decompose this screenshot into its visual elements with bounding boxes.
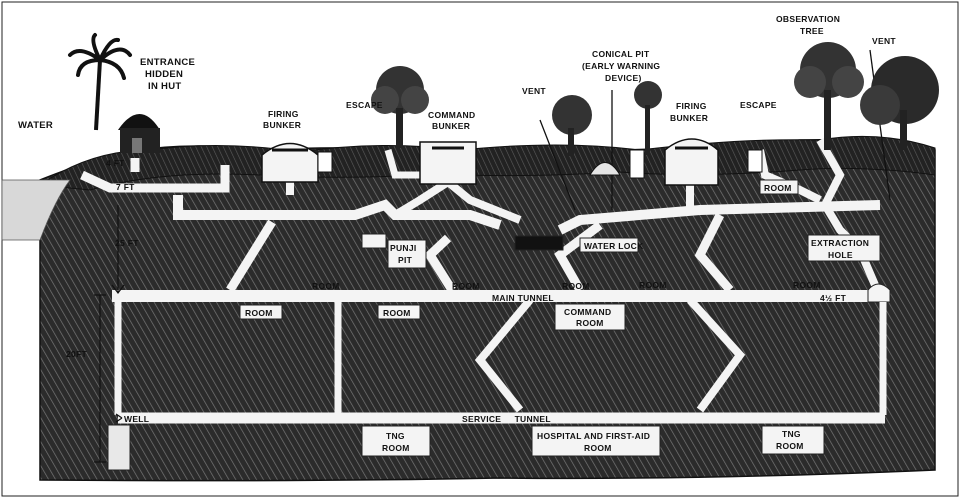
label-tng-room-left-1: TNG — [386, 431, 405, 441]
room-mid-left-box — [239, 304, 283, 320]
label-service-tunnel: SERVICE TUNNEL — [462, 414, 551, 424]
label-firing-bunker-left-2: BUNKER — [263, 120, 301, 130]
water-lock-box — [579, 237, 639, 253]
label-entrance-1: ENTRANCE — [140, 57, 195, 68]
label-depth-4ft: 4 FT — [106, 158, 125, 168]
label-entrance-2: HIDDEN — [145, 69, 183, 80]
tree-icon — [794, 42, 864, 150]
main-tunnel-end-chamber — [867, 283, 891, 303]
labels: WATER ENTRANCE HIDDEN IN HUT FIRING BUNK… — [18, 14, 896, 453]
conical-pit-icon — [589, 162, 621, 176]
palm-tree-icon — [68, 33, 132, 131]
label-room-mid-far-right: ROOM — [793, 280, 821, 290]
bunker-left-side-box — [317, 151, 333, 173]
hospital-room-box — [531, 425, 661, 457]
label-firing-bunker-right-1: FIRING — [676, 101, 707, 111]
upper-gallery-right — [557, 200, 881, 235]
label-firing-bunker-right-2: BUNKER — [670, 113, 708, 123]
pit-post — [629, 149, 645, 179]
label-command-room-2: ROOM — [576, 318, 604, 328]
label-conical-pit-1: CONICAL PIT — [592, 49, 650, 59]
bunker-dome-icon — [664, 138, 719, 186]
connector-tunnels — [226, 212, 746, 413]
well-bottom — [107, 424, 131, 471]
label-height-4-5ft: 4½ FT — [820, 293, 847, 303]
label-escape-right: ESCAPE — [740, 100, 777, 110]
label-punji-1: PUNJI — [390, 243, 417, 253]
label-tng-room-right-2: ROOM — [776, 441, 804, 451]
tree-icon — [371, 66, 429, 148]
extraction-hole-box — [807, 234, 881, 262]
punji-pit-trapdoor — [361, 233, 387, 249]
label-main-tunnel: MAIN TUNNEL — [492, 293, 554, 303]
command-branch-right — [445, 178, 522, 224]
tree-icon — [860, 56, 939, 150]
label-tng-room-right-1: TNG — [782, 429, 801, 439]
label-extraction-1: EXTRACTION — [811, 238, 869, 248]
label-room-mid-right-b: ROOM — [639, 280, 667, 290]
command-branch-left — [392, 178, 451, 219]
label-water: WATER — [18, 120, 53, 131]
label-well: WELL — [124, 414, 149, 424]
water-lock-trapdoor — [514, 235, 564, 251]
label-room-lower-center: ROOM — [452, 281, 480, 291]
connector-lower-a — [474, 297, 534, 413]
tng-room-left-box — [361, 425, 431, 457]
connector-waterlock — [554, 221, 603, 293]
label-extraction-2: HOLE — [828, 250, 853, 260]
label-observation-1: OBSERVATION — [776, 14, 840, 24]
label-vent-center: VENT — [522, 86, 546, 96]
label-depth-25ft: 25 FT — [115, 238, 139, 248]
hut-icon — [118, 114, 160, 153]
bunker-dome-icon — [261, 142, 319, 183]
room-upper-right-box — [759, 179, 799, 195]
connector-1 — [226, 219, 276, 293]
room-mid-center-box — [377, 304, 421, 320]
label-water-lock: WATER LOCK — [584, 241, 644, 251]
connector-right — [694, 212, 734, 293]
upper-gallery-left — [173, 195, 502, 230]
label-depth-20ft: 20FT — [66, 349, 88, 359]
command-bunker-icon — [419, 141, 477, 185]
vent-center-line — [539, 119, 576, 211]
label-depth-7ft: 7 FT — [116, 182, 135, 192]
label-punji-2: PIT — [398, 255, 413, 265]
connector-punji — [424, 234, 456, 293]
water-area — [1, 179, 71, 241]
escape-right-box — [747, 149, 763, 173]
label-entrance-3: IN HUT — [148, 81, 181, 92]
label-command-bunker-1: COMMAND — [428, 110, 475, 120]
label-room-upper-right: ROOM — [764, 183, 792, 193]
connector-lower-b — [687, 297, 746, 413]
upper-tunnel-network — [80, 49, 891, 287]
label-room-mid-center: ROOM — [383, 308, 411, 318]
tree-icon — [552, 95, 592, 156]
punji-pit-box — [387, 239, 427, 269]
label-command-room-1: COMMAND — [564, 307, 611, 317]
label-tng-room-left-2: ROOM — [382, 443, 410, 453]
tree-icon — [634, 81, 662, 155]
label-firing-bunker-left-1: FIRING — [268, 109, 299, 119]
command-room-box — [554, 303, 626, 331]
label-command-bunker-2: BUNKER — [432, 121, 470, 131]
depth-scale — [94, 205, 125, 463]
label-hospital-1: HOSPITAL AND FIRST-AID — [537, 431, 650, 441]
label-conical-pit-3: DEVICE) — [605, 73, 642, 83]
well-arrow — [115, 413, 123, 423]
tng-room-right-box — [761, 425, 825, 455]
label-room-mid-right-a: ROOM — [562, 281, 590, 291]
label-room-lower-left: ROOM — [312, 281, 340, 291]
label-observation-2: TREE — [800, 26, 824, 36]
label-vent-right: VENT — [872, 36, 896, 46]
label-hospital-2: ROOM — [584, 443, 612, 453]
label-room-mid-left: ROOM — [245, 308, 273, 318]
label-escape-left: ESCAPE — [346, 100, 383, 110]
label-conical-pit-2: (EARLY WARNING — [582, 61, 660, 71]
entrance-tunnel — [80, 165, 230, 193]
